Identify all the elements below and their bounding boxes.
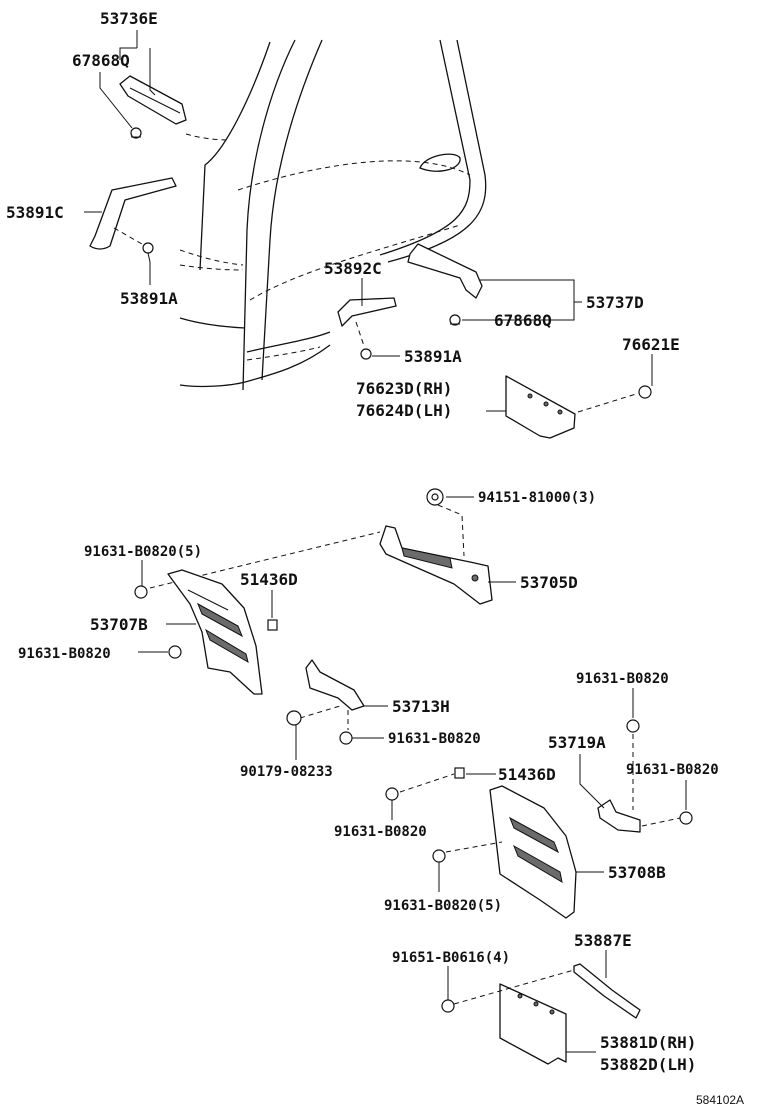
leader-53737d [462, 279, 575, 321]
bracket-53719a [597, 799, 641, 833]
label-91631-mid: 91631-B0820 [388, 731, 481, 747]
nut-90179 [286, 710, 302, 726]
label-53891a-mid: 53891A [404, 347, 462, 366]
label-91631-left: 91631-B0820 [18, 646, 111, 662]
dash-line-90179 [299, 705, 341, 719]
leader-67868q-top [99, 72, 133, 129]
nut-94151 [426, 488, 444, 506]
label-53887e: 53887E [574, 931, 632, 950]
label-76623d: 76623D(RH) [356, 379, 452, 398]
label-91631-lower-left: 91631-B0820 [334, 824, 427, 840]
bolt-91631-lower-left [385, 787, 399, 801]
leader-53736e-b [149, 48, 156, 96]
label-53705d: 53705D [520, 573, 578, 592]
label-91631-lower5: 91631-B0820(5) [384, 898, 502, 914]
vehicle-body-outline [179, 39, 487, 391]
label-53719a: 53719A [548, 733, 606, 752]
leader-53719a [579, 754, 605, 809]
dash-line-76621e [577, 393, 637, 413]
bolt-91631-lower5 [432, 849, 446, 863]
label-91651: 91651-B0616(4) [392, 950, 510, 966]
dash-line-53708b [445, 841, 503, 853]
bolt-91631-left [168, 645, 182, 659]
dash-line-53719a-right [641, 817, 681, 827]
label-76624d: 76624D(LH) [356, 401, 452, 420]
label-53891c: 53891C [6, 203, 64, 222]
label-53713h: 53713H [392, 697, 450, 716]
bracket-53737d [407, 243, 483, 299]
clip-67868q-right [449, 314, 461, 326]
clip-51436d-upper [267, 619, 278, 631]
screw-53891a-left [142, 242, 154, 263]
liner-53707b [167, 569, 263, 695]
bolt-91631-right-bot [679, 811, 693, 825]
label-91631-right-bot: 91631-B0820 [626, 762, 719, 778]
label-53707b: 53707B [90, 615, 148, 634]
label-91631-right-top: 91631-B0820 [576, 671, 669, 687]
label-53708b: 53708B [608, 863, 666, 882]
label-53881d: 53881D(RH) [600, 1033, 696, 1052]
bracket-53705d [379, 525, 493, 605]
bracket-53713h [305, 659, 365, 711]
diagram-code: 584102A [696, 1093, 744, 1107]
label-91631-top5: 91631-B0820(5) [84, 544, 202, 560]
clip-51436d-lower [454, 767, 465, 779]
label-53891a-left: 53891A [120, 289, 178, 308]
screw-53891a-mid [360, 348, 372, 360]
bracket-53736e [119, 75, 187, 125]
dash-line-94151 [437, 504, 465, 557]
strip-53887e [573, 963, 641, 1019]
leader-53736e-a [119, 47, 137, 60]
label-53882d: 53882D(LH) [600, 1055, 696, 1074]
label-76621e: 76621E [622, 335, 680, 354]
mud-flap-76623d [505, 375, 576, 439]
dash-line-53892c [355, 321, 365, 347]
label-51436d-lower: 51436D [498, 765, 556, 784]
liner-53708b [489, 785, 577, 919]
label-67868q-right: 67868Q [494, 311, 552, 330]
screw-76621e [638, 385, 652, 399]
label-53736e: 53736E [100, 9, 158, 28]
clip-67868q-top [130, 127, 142, 139]
bracket-53892c [337, 297, 397, 327]
bolt-91631-mid [339, 731, 353, 745]
label-90179: 90179-08233 [240, 764, 333, 780]
bolt-91631-top5 [134, 585, 148, 599]
mud-guard-53881d [499, 983, 567, 1065]
label-67868q-top: 67868Q [72, 51, 130, 70]
label-51436d-upper: 51436D [240, 570, 298, 589]
dash-line-51436d-lower [399, 773, 455, 793]
bracket-53891c [89, 177, 177, 250]
dash-line-91651 [453, 969, 575, 1005]
label-53737d: 53737D [586, 293, 644, 312]
dash-line-53891c [113, 227, 143, 245]
bolt-91651 [441, 999, 455, 1013]
label-94151: 94151-81000(3) [478, 490, 596, 506]
bolt-91631-right-top [626, 719, 640, 733]
label-53892c: 53892C [324, 259, 382, 278]
